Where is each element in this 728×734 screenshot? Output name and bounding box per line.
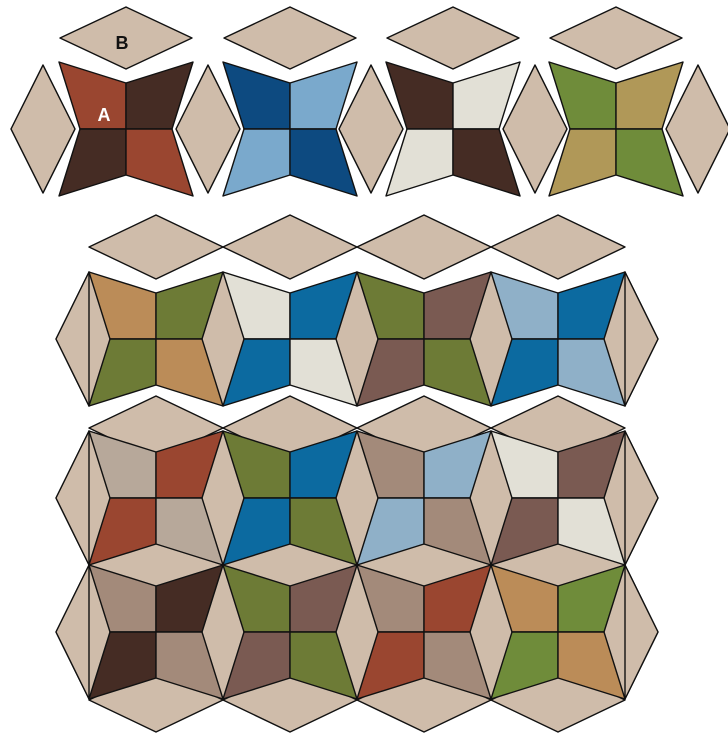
piece-b-top-3 [387, 7, 519, 69]
piece-b-top-4 [550, 7, 682, 69]
strip-right-edge [625, 272, 658, 406]
strip-top-diamond-2 [223, 215, 357, 279]
piece-b-top-2 [224, 7, 356, 69]
star-block-1 [59, 62, 193, 196]
strip-left-edge [56, 272, 89, 406]
quilt-left-edge-1 [56, 431, 89, 565]
star-block-3 [386, 62, 520, 196]
piece-label-b: B [116, 33, 129, 53]
strip-top-diamond-1 [89, 215, 223, 279]
star-block-2 [223, 62, 357, 196]
piece-label-a: A [98, 105, 111, 125]
strip-top-diamond-4 [491, 215, 625, 279]
quilt-right-edge-1 [625, 431, 658, 565]
quilt-right-edge-2 [625, 565, 658, 699]
strip-top-diamond-3 [357, 215, 491, 279]
quilt-left-edge-2 [56, 565, 89, 699]
assembled-strip-row [56, 215, 658, 406]
star-block-4 [549, 62, 683, 196]
assembled-quilt [56, 396, 658, 732]
